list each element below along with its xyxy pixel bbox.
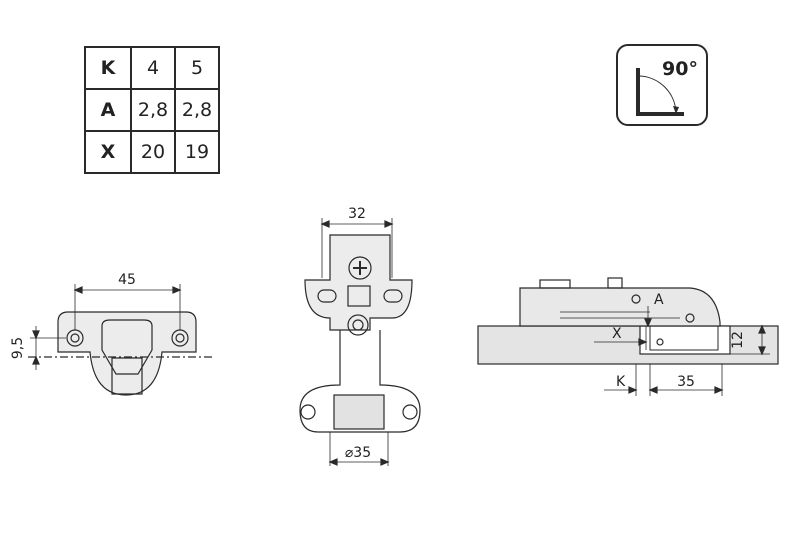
dim-label-35: 35 — [677, 374, 695, 390]
spec-cell: 5 — [174, 46, 220, 90]
dim-label-x: X — [612, 326, 622, 342]
dim-label-a: A — [654, 292, 664, 308]
hinge-front-view — [299, 218, 421, 466]
dim-plate-width: 45 — [118, 272, 136, 288]
spec-cell: 19 — [174, 130, 220, 174]
spec-key-a: A — [84, 88, 132, 132]
opening-angle-badge: 90° — [616, 44, 708, 126]
dim-plate-offset: 9,5 — [10, 337, 26, 359]
spec-cell: 2,8 — [174, 88, 220, 132]
dim-cup-diameter: ⌀35 — [345, 445, 371, 461]
angle-icon — [636, 68, 684, 116]
spec-row-x: X 20 19 — [84, 130, 220, 174]
angle-label: 90° — [662, 58, 698, 80]
spec-key-x: X — [84, 130, 132, 174]
mounting-plate-view — [28, 284, 214, 396]
spec-cell: 20 — [130, 130, 176, 174]
spec-row-a: A 2,8 2,8 — [84, 88, 220, 132]
spec-cell: 2,8 — [130, 88, 176, 132]
spec-cell: 4 — [130, 46, 176, 90]
dim-hinge-width: 32 — [348, 206, 366, 222]
dim-label-12: 12 — [730, 331, 746, 349]
spec-key-k: K — [84, 46, 132, 90]
hinge-section-view — [477, 277, 779, 396]
spec-table: K 4 5 A 2,8 2,8 X 20 19 — [84, 46, 220, 174]
spec-row-k: K 4 5 — [84, 46, 220, 90]
dim-label-k: K — [616, 374, 626, 390]
